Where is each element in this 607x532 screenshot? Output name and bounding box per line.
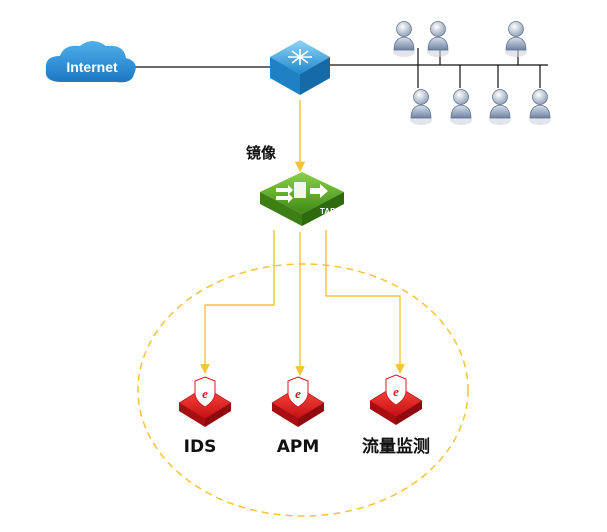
monitoring-zone-ellipse — [137, 263, 469, 517]
tap-icon: TAP — [260, 172, 344, 226]
switch-icon — [270, 40, 330, 95]
device-label: 流量监测 — [362, 436, 430, 457]
mirror-label: 镜像 — [246, 144, 277, 162]
user-icon — [392, 21, 416, 58]
user-icon — [449, 89, 473, 126]
user-icon — [488, 89, 512, 126]
tap-label: TAP — [320, 207, 336, 216]
user-icon — [504, 21, 528, 58]
device-label: IDS — [184, 437, 217, 457]
tap-output-lines — [200, 230, 405, 376]
user-icon — [426, 21, 450, 58]
security-appliance-icon — [178, 376, 232, 428]
security-appliance-icon — [369, 374, 423, 426]
user-icon — [409, 89, 433, 126]
security-appliance-icon — [271, 376, 325, 428]
device-apm: APM — [271, 376, 325, 457]
internet-label: Internet — [66, 59, 118, 75]
user-icon — [528, 89, 552, 126]
device-ids: IDS — [178, 376, 232, 457]
device-label: APM — [277, 437, 320, 457]
device-traffic-monitor: 流量监测 — [362, 374, 430, 457]
internet-cloud-icon: Internet — [45, 41, 136, 83]
